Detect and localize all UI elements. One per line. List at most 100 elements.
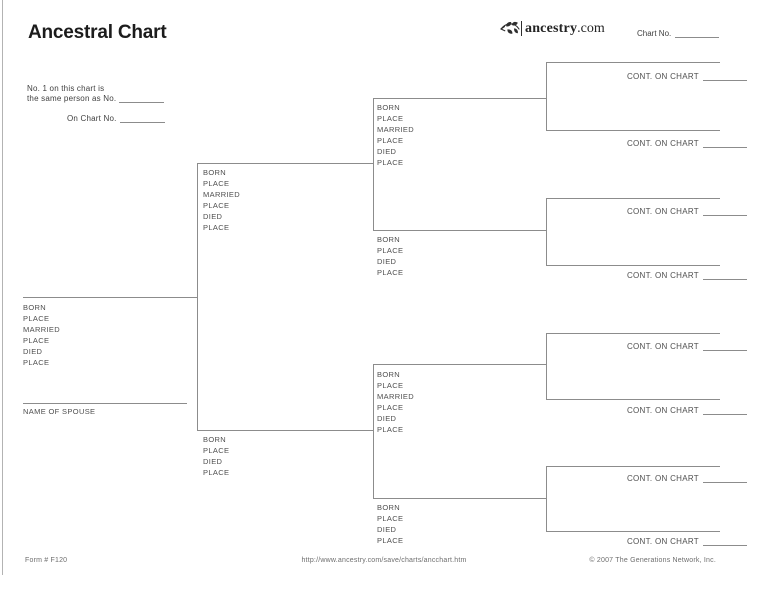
footer-url: http://www.ancestry.com/save/charts/ancc… [301, 557, 467, 564]
cont-blank-6 [703, 405, 747, 415]
chart-no-blank [675, 28, 720, 38]
field-label: BORN [377, 103, 401, 112]
field-label: PLACE [203, 468, 230, 477]
mother-line [197, 430, 374, 431]
cont-blank-3 [703, 206, 747, 216]
paternal-grandparents-bracket-vertical [373, 98, 374, 231]
maternal-grandparents-bracket-vertical [373, 364, 374, 499]
field-label: MARRIED [377, 125, 415, 134]
chart-no-field: Chart No. [637, 28, 720, 38]
great-grandparent4-line [546, 265, 720, 266]
cont-on-chart-3: CONT. ON CHART [627, 206, 747, 216]
field-label: DIED [377, 257, 397, 266]
page-title: Ancestral Chart [28, 22, 167, 43]
maternal-grandfather-fields: BORN PLACE MARRIED PLACE DIED PLACE [377, 369, 414, 435]
ancestry-logo: ancestry.com [499, 19, 605, 38]
cont-blank-1 [703, 71, 747, 81]
cont-on-chart-6: CONT. ON CHART [627, 405, 747, 415]
on-chart-no-blank [119, 113, 165, 123]
cont-on-chart-1: CONT. ON CHART [627, 71, 747, 81]
form-number: Form # F120 [25, 557, 68, 564]
paternal-grandmother-fields: BORN PLACE DIED PLACE [377, 234, 403, 278]
great-grandparent7-line [546, 466, 720, 467]
cont-blank-2 [703, 138, 747, 148]
great-grandparents-bracket1-vertical [546, 62, 547, 131]
great-grandparents-bracket3-vertical [546, 333, 547, 400]
person1-fields: BORN PLACE MARRIED PLACE DIED PLACE [23, 302, 60, 368]
great-grandparent8-line [546, 531, 720, 532]
paternal-grandfather-line [373, 98, 547, 99]
field-label: PLACE [377, 381, 404, 390]
chart-note: No. 1 on this chart is the same person a… [27, 84, 165, 123]
field-label: BORN [377, 370, 401, 379]
great-grandparent3-line [546, 198, 720, 199]
cont-blank-4 [703, 270, 747, 280]
field-label: DIED [377, 414, 397, 423]
spouse-line [23, 403, 187, 404]
field-label: BORN [203, 435, 227, 444]
field-label: DIED [377, 525, 397, 534]
field-label: PLACE [203, 446, 230, 455]
chart-note-line1: No. 1 on this chart is [27, 84, 105, 93]
cont-blank-8 [703, 536, 747, 546]
mother-fields: BORN PLACE DIED PLACE [203, 434, 229, 478]
father-line [197, 163, 374, 164]
maternal-grandfather-line [373, 364, 547, 365]
field-label: PLACE [377, 136, 404, 145]
field-label: PLACE [23, 314, 50, 323]
field-label: PLACE [377, 158, 404, 167]
leaf-branch-icon [500, 21, 520, 34]
logo-divider [521, 21, 522, 36]
spouse-name-label: NAME OF SPOUSE [23, 407, 96, 416]
logo-wordmark: ancestry.com [525, 20, 605, 36]
field-label: PLACE [377, 403, 404, 412]
field-label: PLACE [377, 425, 404, 434]
field-label: PLACE [203, 179, 230, 188]
maternal-grandmother-line [373, 498, 547, 499]
cont-blank-7 [703, 473, 747, 483]
field-label: BORN [203, 168, 227, 177]
field-label: PLACE [203, 223, 230, 232]
field-label: PLACE [377, 246, 404, 255]
field-label: PLACE [377, 536, 404, 545]
field-label: PLACE [203, 201, 230, 210]
paternal-grandfather-fields: BORN PLACE MARRIED PLACE DIED PLACE [377, 102, 414, 168]
cont-on-chart-8: CONT. ON CHART [627, 536, 747, 546]
great-grandparent5-line [546, 333, 720, 334]
field-label: BORN [377, 503, 401, 512]
field-label: PLACE [23, 336, 50, 345]
field-label: PLACE [377, 514, 404, 523]
field-label: PLACE [23, 358, 50, 367]
paternal-grandmother-line [373, 230, 547, 231]
great-grandparents-bracket4-vertical [546, 466, 547, 532]
field-label: DIED [203, 457, 223, 466]
field-label: DIED [377, 147, 397, 156]
cont-on-chart-7: CONT. ON CHART [627, 473, 747, 483]
field-label: MARRIED [377, 392, 415, 401]
field-label: BORN [23, 303, 47, 312]
chart-note-line3: On Chart No. [67, 113, 165, 123]
page-edge [2, 0, 3, 575]
great-grandparents-bracket2-vertical [546, 198, 547, 266]
cont-on-chart-4: CONT. ON CHART [627, 270, 747, 280]
field-label: PLACE [377, 114, 404, 123]
maternal-grandmother-fields: BORN PLACE DIED PLACE [377, 502, 403, 546]
field-label: DIED [23, 347, 43, 356]
person1-line [23, 297, 198, 298]
field-label: MARRIED [23, 325, 61, 334]
field-label: BORN [377, 235, 401, 244]
cont-on-chart-5: CONT. ON CHART [627, 341, 747, 351]
copyright: © 2007 The Generations Network, Inc. [589, 557, 716, 564]
chart-note-line2: the same person as No. [27, 93, 165, 103]
same-person-blank [119, 93, 165, 103]
field-label: DIED [203, 212, 223, 221]
cont-blank-5 [703, 341, 747, 351]
great-grandparent6-line [546, 399, 720, 400]
great-grandparent1-line [546, 62, 720, 63]
parents-bracket-vertical [197, 163, 198, 431]
field-label: PLACE [377, 268, 404, 277]
great-grandparent2-line [546, 130, 720, 131]
chart-no-label: Chart No. [637, 29, 672, 38]
